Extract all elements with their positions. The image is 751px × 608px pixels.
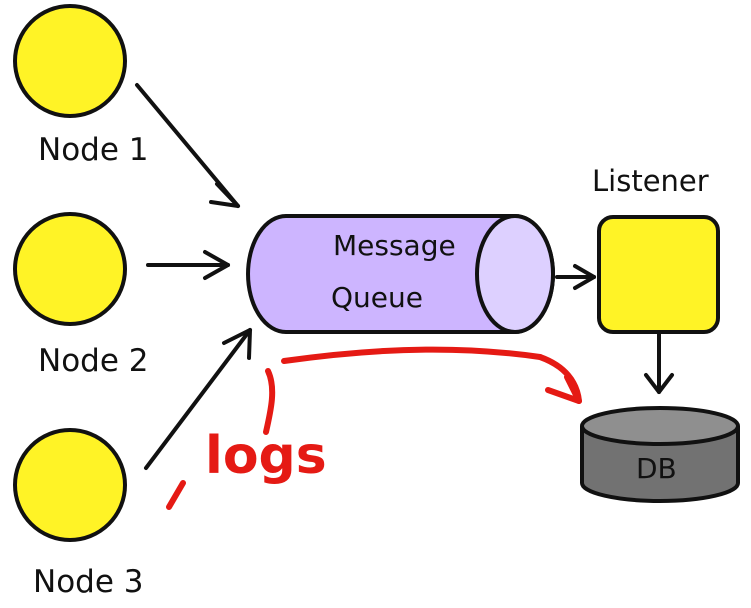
- db-cylinder-body: [580, 426, 740, 503]
- red-annotation-curve: [281, 346, 543, 364]
- logs-annotation: logs: [205, 426, 327, 486]
- arrow-node-2-head: [203, 250, 230, 280]
- red-annotation-tick: [166, 480, 186, 510]
- queue-label-line-2: Queue: [331, 281, 423, 314]
- db-cylinder-top: [580, 406, 740, 446]
- arrow-node-1-head: [209, 182, 240, 208]
- arrow-listener-to-db-head: [644, 373, 674, 394]
- node-3-circle: [13, 428, 127, 542]
- node-1-circle: [13, 4, 127, 118]
- queue-label-line-1: Message: [333, 229, 456, 262]
- listener-label: Listener: [592, 164, 709, 198]
- node-2-label: Node 2: [38, 343, 148, 379]
- node-2-circle: [13, 212, 127, 326]
- arrow-node-3-head: [222, 328, 252, 360]
- db-label: DB: [636, 452, 677, 485]
- arrow-queue-to-listener-head: [573, 264, 596, 290]
- node-1-label: Node 1: [38, 132, 148, 168]
- red-annotation-stem: [263, 368, 276, 435]
- red-annotation-arrowhead: [545, 374, 582, 404]
- listener-box: [597, 215, 720, 334]
- node-3-label: Node 3: [33, 564, 143, 600]
- arrow-node-3-to-queue: [144, 328, 252, 470]
- message-queue-cap: [475, 214, 555, 334]
